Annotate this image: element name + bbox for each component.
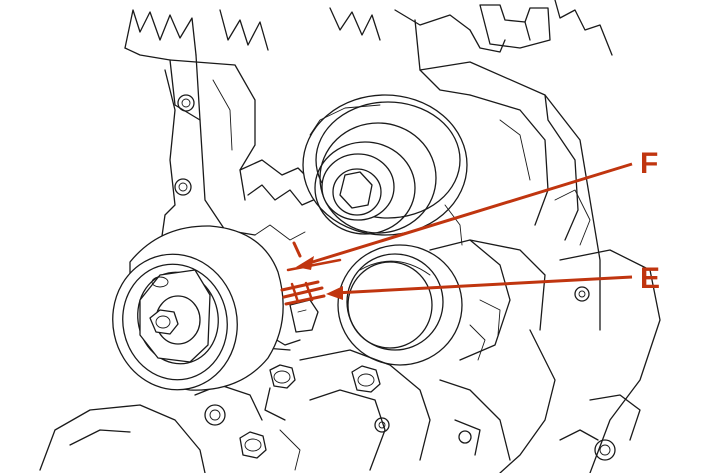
callout-label-f: F bbox=[640, 147, 658, 180]
callout-leader-f bbox=[296, 162, 633, 270]
timing-mark-f bbox=[286, 241, 342, 272]
engine-block bbox=[39, 0, 661, 473]
hex-bolt bbox=[269, 364, 296, 389]
hex-bolt bbox=[351, 365, 381, 393]
callout-label-e: E bbox=[640, 262, 660, 295]
tensioner-pulley bbox=[112, 225, 284, 391]
hex-bolt bbox=[239, 431, 267, 459]
timing-mark-e bbox=[280, 280, 326, 306]
callout-leader-e bbox=[326, 275, 633, 300]
